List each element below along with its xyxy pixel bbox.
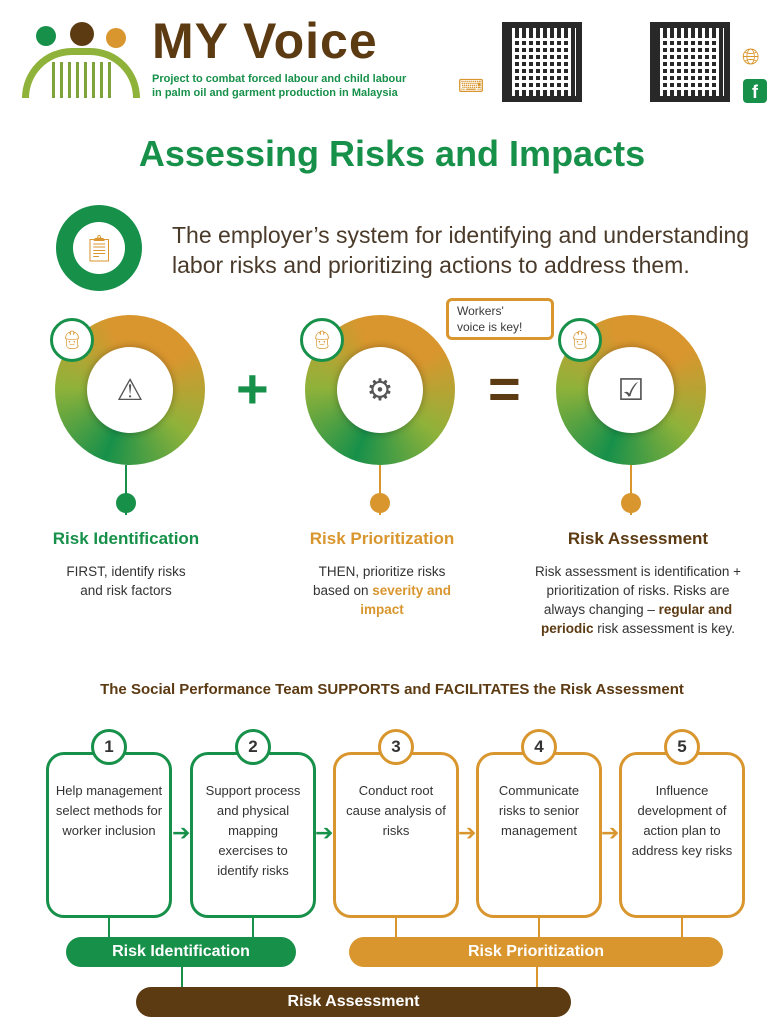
step-number: 2 — [235, 729, 271, 765]
step-number: 3 — [378, 729, 414, 765]
risk-identification-bar: Risk Identification — [66, 937, 296, 967]
arrow-icon: ➔ — [458, 820, 477, 845]
step-number: 5 — [664, 729, 700, 765]
step-box: Influence development of action plan to … — [619, 752, 745, 918]
step-box: Communicate risks to senior management — [476, 752, 602, 918]
dot — [621, 493, 641, 513]
worker-voice-icon: 👷︎ — [558, 318, 602, 362]
connector — [630, 465, 632, 515]
arrow-icon: ➔ — [172, 820, 191, 845]
dot — [116, 493, 136, 513]
globe-icon[interactable]: 🌐︎ — [742, 44, 760, 69]
connector — [125, 465, 127, 515]
qr-code[interactable] — [502, 22, 582, 102]
plus-sign: + — [236, 357, 269, 420]
process-gear-icon: ⚙ — [337, 347, 423, 433]
risk-assessment-bar: Risk Assessment — [136, 987, 571, 1017]
logo-graphic — [22, 22, 140, 102]
connector — [538, 918, 540, 938]
step-box: Help management select methods for worke… — [46, 752, 172, 918]
worker-voice-icon: 👷︎ — [50, 318, 94, 362]
risk-prioritization-heading: Risk Prioritization — [309, 529, 455, 548]
risk-prioritization-bar: Risk Prioritization — [349, 937, 723, 967]
step-box: Support process and physical mapping exe… — [190, 752, 316, 918]
facebook-icon[interactable]: f — [743, 79, 767, 103]
step-number: 4 — [521, 729, 557, 765]
connector — [536, 966, 538, 988]
risk-identification-graphic: ⚠ — [55, 315, 205, 465]
equals-sign: = — [488, 357, 521, 420]
qr-code[interactable] — [650, 22, 730, 102]
section-subheading: The Social Performance Team SUPPORTS and… — [100, 681, 684, 698]
connector — [681, 918, 683, 938]
clipboard-gear-icon: 📋︎ — [56, 205, 142, 291]
connector — [252, 918, 254, 938]
magnifier-warning-icon: ⚠ — [87, 347, 173, 433]
dot — [370, 493, 390, 513]
page-title: Assessing Risks and Impacts — [138, 133, 646, 174]
translate-icon[interactable]: ⌨ — [458, 76, 484, 96]
checklist-warning-icon: ☑ — [588, 347, 674, 433]
step-box: Conduct root cause analysis of risks — [333, 752, 459, 918]
connector — [181, 966, 183, 988]
risk-prioritization-desc: THEN, prioritize risks based on severity… — [312, 564, 452, 617]
step-number: 1 — [91, 729, 127, 765]
risk-assessment-heading: Risk Assessment — [567, 529, 709, 548]
speech-bubble: Workers'voice is key! — [446, 298, 554, 340]
risk-prioritization-graphic: ⚙ — [305, 315, 455, 465]
worker-voice-icon: 👷︎ — [300, 318, 344, 362]
risk-assessment-desc: Risk assessment is identification + prio… — [535, 564, 741, 636]
logo-title: MY Voice — [152, 13, 378, 69]
arrow-icon: ➔ — [315, 820, 334, 845]
connector — [379, 465, 381, 515]
risk-identification-desc: FIRST, identify risks and risk factors — [66, 564, 186, 598]
risk-identification-heading: Risk Identification — [52, 529, 200, 548]
connector — [108, 918, 110, 938]
logo-subtitle: Project to combat forced labour and chil… — [152, 73, 407, 99]
arrow-icon: ➔ — [601, 820, 620, 845]
intro-text: The employer’s system for identifying an… — [172, 222, 750, 278]
connector — [395, 918, 397, 938]
